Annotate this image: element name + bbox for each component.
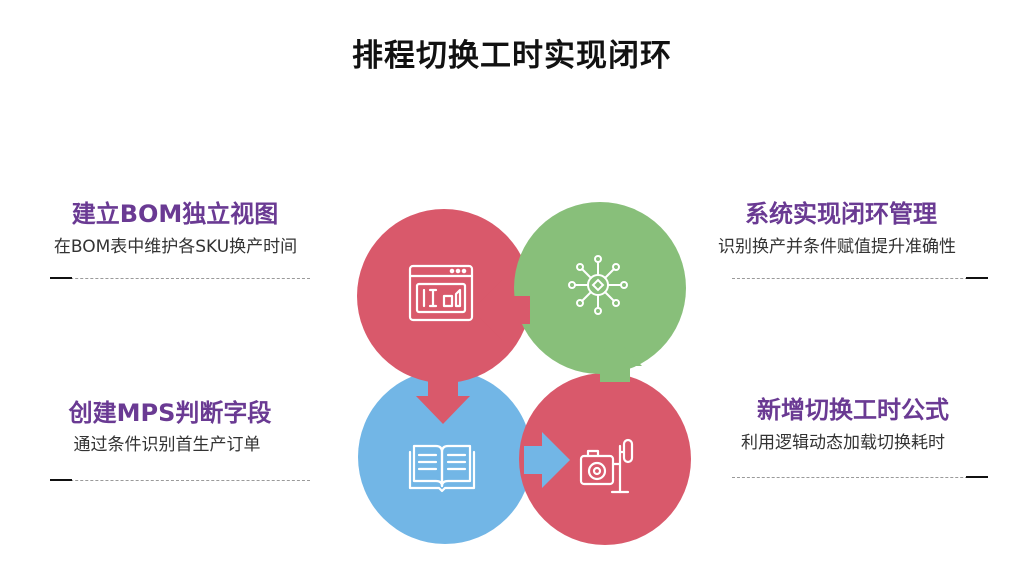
divider-top-left xyxy=(50,278,310,279)
divider-bottom-left xyxy=(50,480,310,481)
machine-camera-icon xyxy=(579,438,634,494)
divider-bottom-right xyxy=(732,477,988,478)
page-title: 排程切换工时实现闭环 xyxy=(352,38,672,74)
divider-mark-top-right xyxy=(966,277,988,279)
divider-mark-bottom-right xyxy=(966,476,988,478)
item-subtitle-switch-formula: 利用逻辑动态加载切换耗时 xyxy=(741,433,945,453)
item-title-switch-formula: 新增切换工时公式 xyxy=(757,396,949,424)
item-title-mps-field: 创建MPS判断字段 xyxy=(68,399,272,427)
divider-mark-top-left xyxy=(50,277,72,279)
divider-top-right xyxy=(732,278,988,279)
item-title-bom-view: 建立BOM独立视图 xyxy=(71,200,279,228)
open-book-icon xyxy=(408,444,476,493)
item-title-closed-loop: 系统实现闭环管理 xyxy=(745,200,937,228)
arrow-down-icon xyxy=(416,378,470,424)
network-hub-icon xyxy=(568,255,628,315)
circle-red-bottom xyxy=(519,373,691,545)
browser-tools-icon xyxy=(408,264,474,322)
item-subtitle-bom-view: 在BOM表中维护各SKU换产时间 xyxy=(53,237,298,257)
item-subtitle-mps-field: 通过条件识别首生产订单 xyxy=(73,435,261,455)
arrow-up-icon xyxy=(588,338,642,382)
item-subtitle-closed-loop: 识别换产并条件赋值提升准确性 xyxy=(718,237,956,257)
arrow-left-icon xyxy=(472,280,530,340)
arrow-right-icon xyxy=(524,432,570,488)
circle-blue xyxy=(358,370,532,544)
divider-mark-bottom-left xyxy=(50,479,72,481)
